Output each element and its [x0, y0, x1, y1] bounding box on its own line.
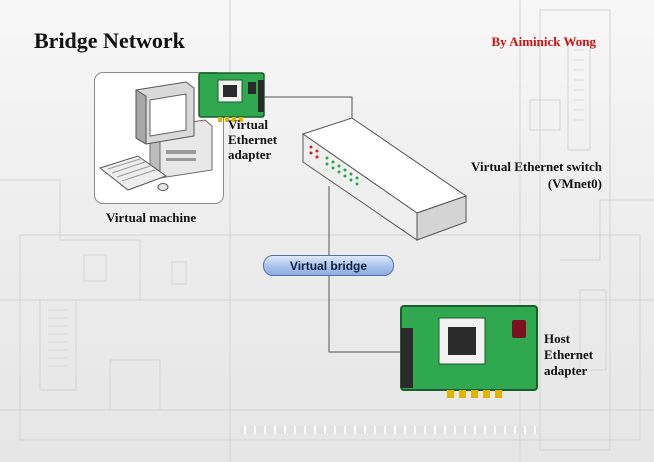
virtual-switch-label: Virtual Ethernet switch (VMnet0) [436, 158, 602, 192]
label-line: adapter [228, 147, 272, 162]
switch-to-host-link [328, 186, 402, 353]
label-line: Ethernet [544, 347, 594, 362]
virtual-ethernet-adapter-label: Virtual Ethernet adapter [228, 117, 288, 162]
label-line: Ethernet [228, 132, 278, 147]
label-line: Virtual Ethernet switch [471, 159, 602, 174]
host-ethernet-adapter-label: Host Ethernet adapter [544, 331, 614, 379]
virtual-machine-label: Virtual machine [106, 210, 197, 225]
label-line: Virtual [228, 117, 268, 132]
label-line: (VMnet0) [547, 176, 602, 191]
diagram-title: Bridge Network [34, 28, 185, 53]
label-line: Host [544, 331, 570, 346]
author-credit: By Aiminick Wong [491, 34, 596, 49]
virtual-bridge-label: Virtual bridge [263, 255, 394, 276]
label-line: adapter [544, 363, 588, 378]
